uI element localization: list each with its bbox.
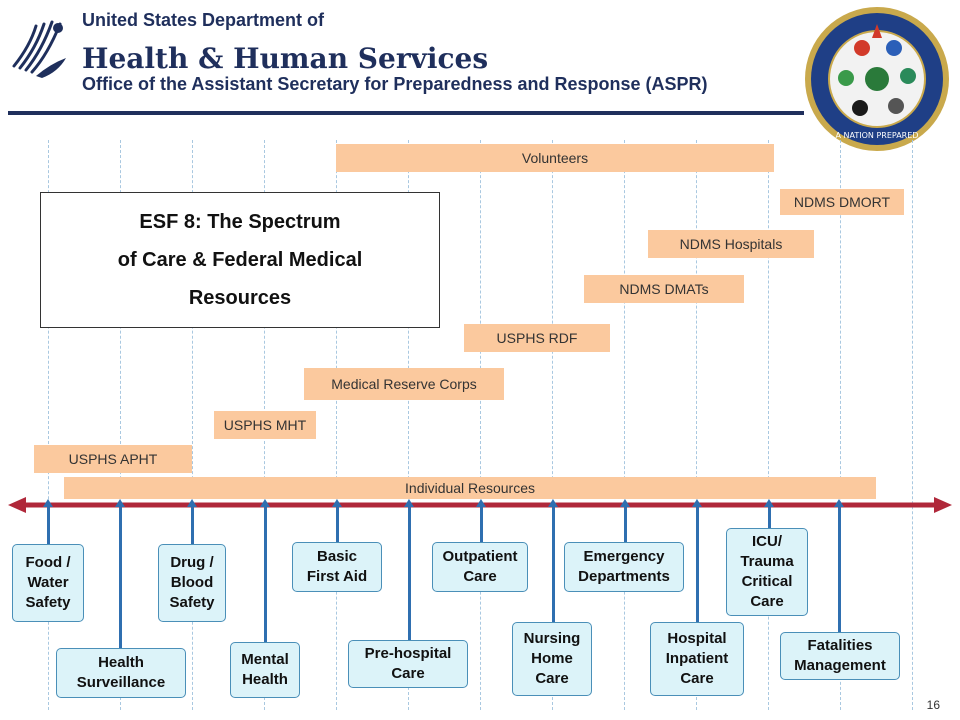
care-food-water-safety: Food / Water Safety xyxy=(12,544,84,622)
care-pre-hospital: Pre-hospital Care xyxy=(348,640,468,688)
title-line-2: of Care & Federal Medical xyxy=(117,249,363,271)
page-number: 16 xyxy=(926,698,940,712)
bar-usphs-rdf: USPHS RDF xyxy=(464,324,610,352)
connector-hospital-inpatient xyxy=(692,499,702,622)
guide-line xyxy=(768,140,769,710)
guide-line xyxy=(840,140,841,710)
title-line-1: ESF 8: The Spectrum xyxy=(139,211,341,233)
care-hospital-inpatient: Hospital Inpatient Care xyxy=(650,622,744,696)
header-agency: Health & Human Services xyxy=(82,42,489,75)
bar-medical-reserve-corps: Medical Reserve Corps xyxy=(304,368,504,400)
connector-basic-first-aid xyxy=(332,499,342,542)
guide-line xyxy=(624,140,625,710)
connector-emergency xyxy=(620,499,630,542)
guide-line xyxy=(480,140,481,710)
guide-line xyxy=(912,140,913,710)
connector-pre-hospital xyxy=(404,499,414,640)
title-line-3: Resources xyxy=(188,287,292,309)
care-health-surveillance: Health Surveillance xyxy=(56,648,186,698)
guide-line xyxy=(552,140,553,710)
header-office: Office of the Assistant Secretary for Pr… xyxy=(82,74,708,94)
connector-health-surveillance xyxy=(115,499,125,648)
bar-usphs-mht: USPHS MHT xyxy=(214,411,316,439)
care-fatalities-management: Fatalities Management xyxy=(780,632,900,680)
guide-line xyxy=(696,140,697,710)
care-drug-blood-safety: Drug / Blood Safety xyxy=(158,544,226,622)
connector-drug-blood xyxy=(187,499,197,544)
care-icu-trauma-critical: ICU/ Trauma Critical Care xyxy=(726,528,808,616)
guide-line xyxy=(336,140,337,710)
header-department: United States Department of xyxy=(82,10,325,30)
bar-usphs-apht: USPHS APHT xyxy=(34,445,192,473)
bar-ndms-hospitals: NDMS Hospitals xyxy=(648,230,814,258)
connector-nursing-home xyxy=(548,499,558,622)
guide-line xyxy=(120,140,121,710)
connector-food-water xyxy=(43,499,53,544)
connector-fatalities xyxy=(834,499,844,632)
guide-line xyxy=(192,140,193,710)
bar-volunteers: Volunteers xyxy=(336,144,774,172)
header-divider xyxy=(8,111,804,115)
hhs-eagle-logo xyxy=(12,20,66,78)
care-basic-first-aid: Basic First Aid xyxy=(292,542,382,592)
diagram-title-box: ESF 8: The Spectrum of Care & Federal Me… xyxy=(40,192,440,328)
connector-icu-trauma xyxy=(764,499,774,528)
bar-ndms-dmort: NDMS DMORT xyxy=(780,189,904,215)
svg-text:A NATION PREPARED: A NATION PREPARED xyxy=(836,131,919,140)
connector-outpatient xyxy=(476,499,486,542)
connector-mental-health xyxy=(260,499,270,642)
bar-individual-resources: Individual Resources xyxy=(64,477,876,499)
care-nursing-home: Nursing Home Care xyxy=(512,622,592,696)
care-emergency-departments: Emergency Departments xyxy=(564,542,684,592)
care-mental-health: Mental Health xyxy=(230,642,300,698)
care-outpatient: Outpatient Care xyxy=(432,542,528,592)
aspr-seal: A NATION PREPARED xyxy=(805,7,949,151)
guide-line xyxy=(48,140,49,710)
guide-line xyxy=(408,140,409,710)
bar-ndms-dmats: NDMS DMATs xyxy=(584,275,744,303)
